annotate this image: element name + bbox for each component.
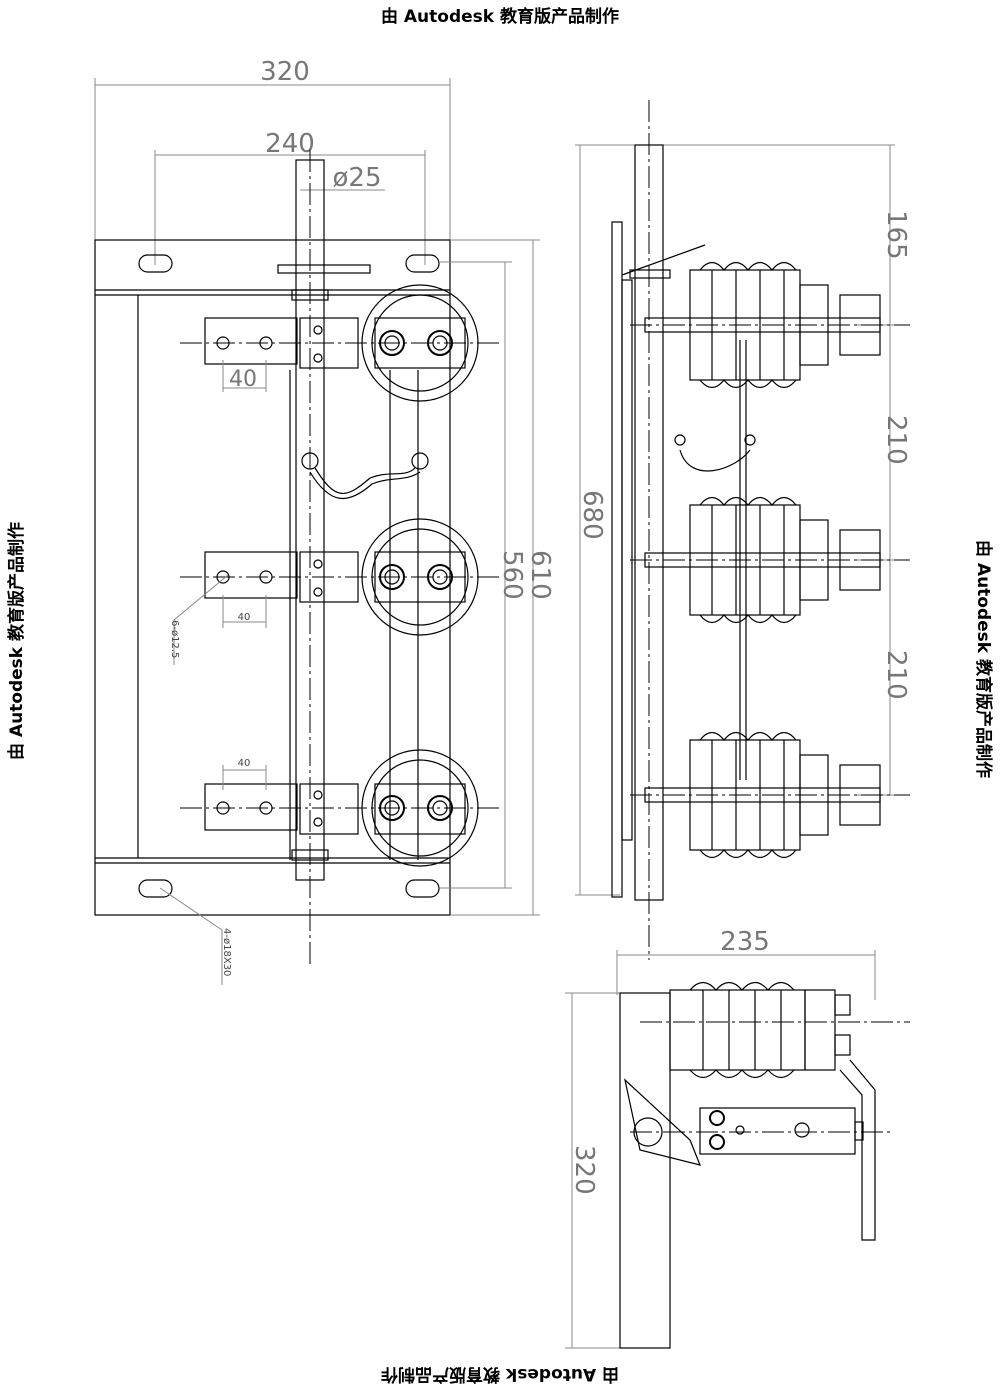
dim-bar-hole-top: 40 [229,367,257,392]
dim-shaft-25: ø25 [333,163,382,193]
dim-bar-hole-bot: 40 [238,758,251,769]
side-view: 680 165 210 210 [575,100,911,960]
dim-bar-hole-mid: 40 [238,612,251,623]
side-insulator-middle [630,496,910,624]
dim-depth-235: 235 [720,927,770,957]
watermark-top: 由 Autodesk 教育版产品制作 [380,7,620,27]
note-bar-holes: 6-ø12.5 [169,620,180,658]
dim-height-320: 320 [569,1145,599,1195]
dim-overall-680: 680 [577,490,607,540]
end-view: 235 320 [565,927,910,1349]
dim-pitch-210-b: 210 [881,650,911,700]
front-view: 320 240 ø25 [94,57,555,985]
phase-top [180,284,500,402]
dim-pitch-210-a: 210 [881,415,911,465]
phase-middle [180,518,500,636]
side-insulator-bottom [630,731,910,859]
side-insulator-top [630,261,910,389]
dim-top-165: 165 [881,210,911,260]
dim-height-560: 560 [497,550,527,600]
dim-hole-spacing-240: 240 [265,129,315,159]
phase-bottom [180,749,500,867]
note-mount-holes: 4-ø18X30 [221,928,232,976]
dim-width-320: 320 [260,57,310,87]
dim-height-610: 610 [525,550,555,600]
